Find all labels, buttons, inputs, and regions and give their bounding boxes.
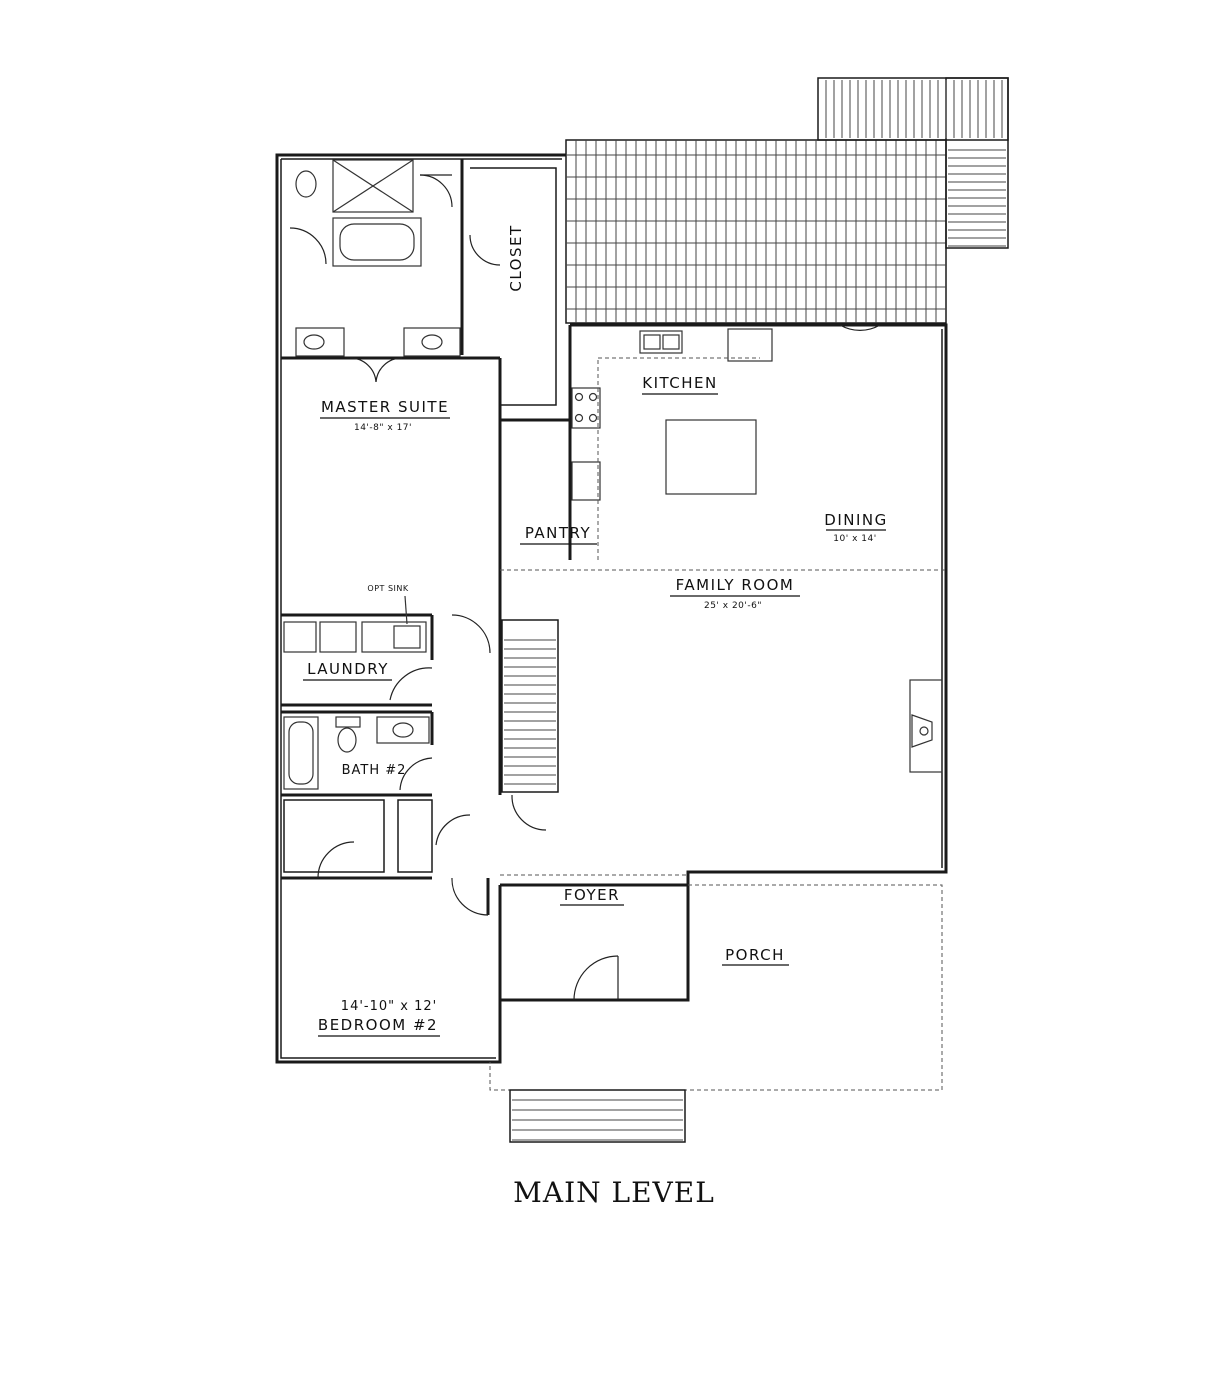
label-pantry: PANTRY bbox=[525, 524, 591, 542]
label-bedroom2: BEDROOM #2 bbox=[318, 1016, 438, 1034]
label-dining: DINING bbox=[824, 511, 887, 529]
label-porch: PORCH bbox=[725, 946, 785, 964]
fixtures bbox=[283, 159, 943, 790]
labels: MASTER SUITE 14'-8" x 17' CLOSET KITCHEN… bbox=[303, 224, 887, 1209]
doors bbox=[289, 174, 881, 1001]
exterior-walls bbox=[275, 153, 948, 1064]
label-kitchen: KITCHEN bbox=[642, 374, 718, 392]
label-master-suite: MASTER SUITE bbox=[321, 398, 449, 416]
interior-walls bbox=[281, 159, 946, 915]
label-laundry: LAUNDRY bbox=[307, 660, 389, 678]
plan-title: MAIN LEVEL bbox=[513, 1176, 715, 1209]
label-closet: CLOSET bbox=[507, 224, 525, 291]
label-foyer: FOYER bbox=[564, 886, 620, 904]
label-family-room: FAMILY ROOM bbox=[676, 576, 795, 594]
dim-bedroom2: 14'-10" x 12' bbox=[341, 999, 437, 1014]
label-opt-sink: OPT SINK bbox=[367, 584, 408, 593]
label-bath2: BATH #2 bbox=[342, 763, 407, 778]
dim-master-suite: 14'-8" x 17' bbox=[354, 423, 412, 433]
porch-outline bbox=[489, 884, 943, 1143]
rear-deck bbox=[565, 77, 1009, 324]
dim-family-room: 25' x 20'-6" bbox=[704, 601, 762, 611]
dim-dining: 10' x 14' bbox=[833, 534, 876, 544]
